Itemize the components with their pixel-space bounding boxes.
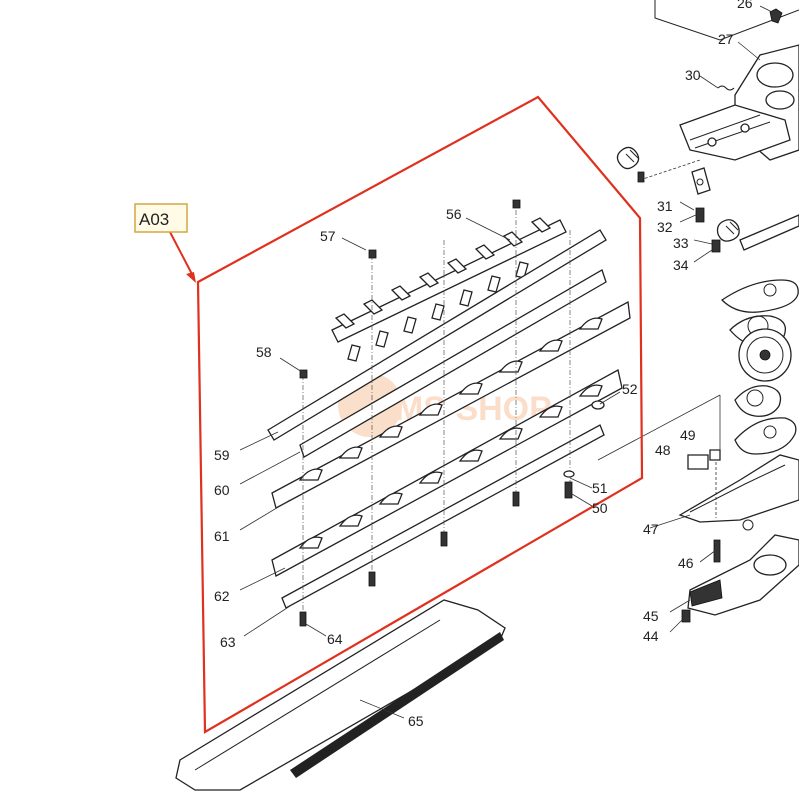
callout-64: 64 xyxy=(327,631,343,647)
crank-gear-stack xyxy=(720,279,799,455)
callout-56: 56 xyxy=(446,206,462,222)
middle-blade-teeth xyxy=(298,317,603,481)
callout-65: 65 xyxy=(408,713,424,729)
callout-50: 50 xyxy=(592,500,608,516)
callout-44: 44 xyxy=(643,628,659,644)
lower-blade-teeth xyxy=(298,384,603,549)
assembly-tag: A03 xyxy=(134,203,188,233)
callout-62: 62 xyxy=(214,588,230,604)
callout-45: 45 xyxy=(643,608,659,624)
blade-cover xyxy=(175,599,506,791)
callout-47: 47 xyxy=(643,521,659,537)
callout-52: 52 xyxy=(622,381,638,397)
callout-30: 30 xyxy=(685,67,701,83)
top-blade-teeth xyxy=(334,217,552,362)
callout-34: 34 xyxy=(673,257,689,273)
callout-57: 57 xyxy=(320,228,336,244)
callout-48: 48 xyxy=(655,442,671,458)
callout-26: 26 xyxy=(737,0,753,11)
callout-32: 32 xyxy=(657,219,673,235)
callout-33: 33 xyxy=(673,235,689,251)
callout-61: 61 xyxy=(214,528,230,544)
callout-labels: 26 27 30 31 32 33 34 56 57 58 52 59 48 4… xyxy=(214,0,753,729)
lower-housing xyxy=(597,394,799,623)
callout-27: 27 xyxy=(718,31,734,47)
blade-assembly xyxy=(267,199,631,627)
callout-51: 51 xyxy=(592,480,608,496)
callout-31: 31 xyxy=(657,198,673,214)
screws xyxy=(299,199,605,627)
assembly-tag-label: A03 xyxy=(139,210,169,229)
callout-49: 49 xyxy=(680,427,696,443)
callout-58: 58 xyxy=(256,344,272,360)
gear-housing-assembly xyxy=(616,0,799,253)
callout-59: 59 xyxy=(214,447,230,463)
callout-63: 63 xyxy=(220,634,236,650)
callout-60: 60 xyxy=(214,482,230,498)
callout-46: 46 xyxy=(678,555,694,571)
alignment-lines xyxy=(302,210,571,610)
assembly-a03-outline xyxy=(169,95,644,734)
leader-lines xyxy=(239,5,773,719)
